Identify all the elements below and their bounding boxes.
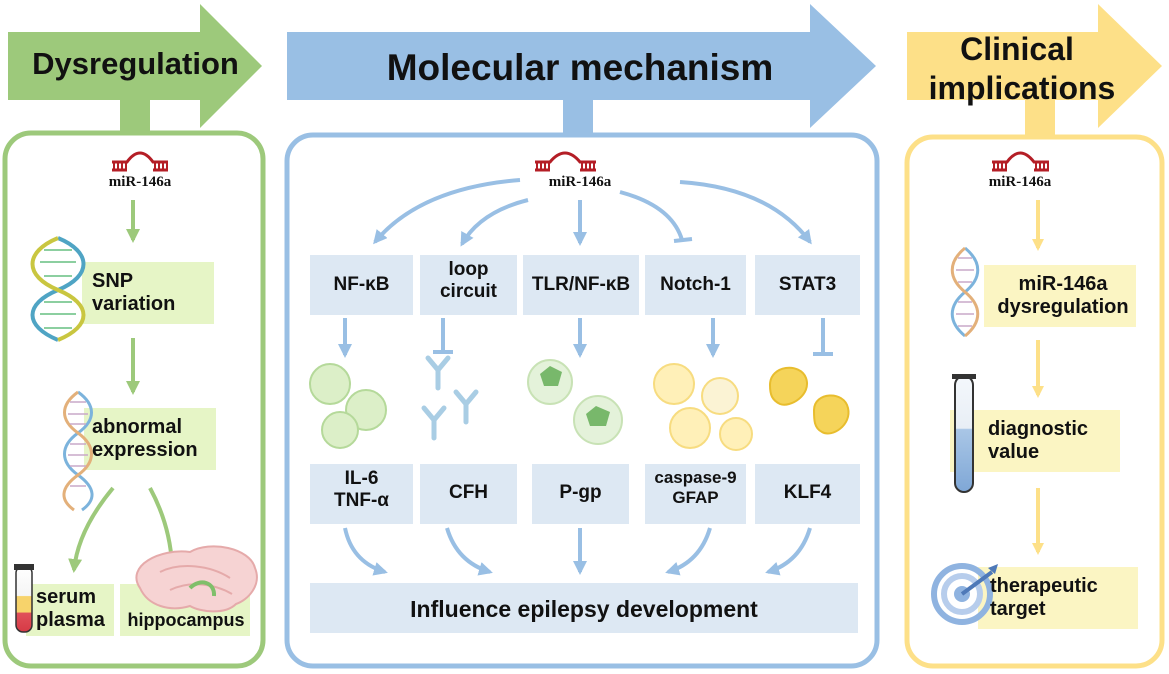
dysregulation-label: miR-146a dysregulation xyxy=(990,273,1136,319)
arrow-cfh-to-outcome xyxy=(445,527,493,576)
mirna-label: miR-146a xyxy=(108,174,172,190)
inhibit-mirna-to-notch xyxy=(619,190,684,241)
nfkb-box xyxy=(310,255,413,315)
ther-line1: therapeutic xyxy=(990,575,1098,597)
diagnostic-label: diagnostic value xyxy=(988,418,1098,464)
dysregulation-box xyxy=(984,265,1136,327)
abnormal-line2: expression xyxy=(92,439,198,461)
arrow-caspase-to-outcome xyxy=(665,527,712,576)
cell-icon xyxy=(768,366,850,435)
cell-icon xyxy=(527,359,623,445)
circuit-line: circuit xyxy=(439,280,498,302)
arrow-mirna-to-loop xyxy=(460,198,529,247)
snp-line2: variation xyxy=(92,293,176,315)
target-nfkb: NF-κB xyxy=(333,274,390,295)
effect-cfh: CFH xyxy=(448,482,489,503)
effect-klf4: KLF4 xyxy=(783,482,832,503)
diag-line1: diagnostic xyxy=(988,418,1089,440)
diagnostic-box xyxy=(950,410,1120,472)
dysregulation-header-arrow xyxy=(8,4,262,135)
mirna-hairpin-icon xyxy=(112,151,168,172)
target-icon xyxy=(931,563,998,625)
serum-plasma-box xyxy=(26,584,114,636)
therapeutic-box xyxy=(978,567,1138,629)
arrow-mirna-to-stat3 xyxy=(679,180,812,245)
clinical-header-arrow xyxy=(907,4,1162,140)
arrow-il6-to-outcome xyxy=(343,527,388,576)
arrow-mirna-to-nfkb xyxy=(373,178,521,245)
serum-plasma-label: serum plasma xyxy=(36,586,116,632)
dna-helix-icon xyxy=(950,246,980,338)
abnormal-label: abnormal expression xyxy=(92,416,216,462)
clinical-title-line1: Clinical xyxy=(960,31,1074,67)
cell-icon xyxy=(653,363,753,451)
mirna-label: miR-146a xyxy=(988,174,1052,190)
dna-helix-icon xyxy=(30,236,86,342)
caspase-line: caspase-9 xyxy=(654,468,737,487)
diag-line2: value xyxy=(988,441,1040,463)
test-tube-icon xyxy=(952,374,976,493)
plasma-label: plasma xyxy=(36,609,105,631)
y-receptor-icon xyxy=(421,355,479,441)
cfh-box xyxy=(420,464,517,524)
outcome-bar xyxy=(310,583,858,633)
molecular-title: Molecular mechanism xyxy=(386,47,774,88)
abnormal-box xyxy=(84,408,216,470)
stat3-box xyxy=(755,255,860,315)
hippocampus-label: hippocampus xyxy=(127,610,245,630)
therapeutic-label: therapeutic target xyxy=(990,575,1110,621)
mirna-hairpin-icon xyxy=(535,151,596,172)
effect-il6-tnf: IL-6 TNF-α xyxy=(310,468,413,512)
molecular-header-arrow xyxy=(287,4,876,137)
arrow-klf4-to-outcome xyxy=(765,527,812,576)
dna-helix-icon xyxy=(62,390,94,512)
blood-tube-icon xyxy=(14,564,34,633)
dys-line2: dysregulation xyxy=(997,296,1129,318)
cell-icon xyxy=(309,363,387,449)
il6-tnf-box xyxy=(310,464,413,524)
dys-line1: miR-146a xyxy=(1018,273,1108,295)
gfap-line: GFAP xyxy=(672,487,719,507)
effect-pgp: P-gp xyxy=(559,482,602,503)
target-stat3: STAT3 xyxy=(778,274,837,295)
loop-circuit-box xyxy=(420,255,517,315)
dysregulation-title: Dysregulation xyxy=(32,46,239,81)
serum-label: serum xyxy=(36,586,97,608)
klf4-box xyxy=(755,464,860,524)
tnf-line: TNF-α xyxy=(334,489,389,511)
target-notch1: Notch-1 xyxy=(660,274,731,295)
tlr-nfkb-box xyxy=(523,255,639,315)
abnormal-line1: abnormal xyxy=(92,416,183,438)
brain-icon xyxy=(135,545,258,613)
il6-line: IL-6 xyxy=(344,468,379,489)
mirna-label: miR-146a xyxy=(548,174,612,190)
snp-line1: SNP xyxy=(92,270,134,292)
snp-box xyxy=(82,262,214,324)
effect-caspase-gfap: caspase-9 GFAP xyxy=(645,468,746,507)
outcome-label: Influence epilepsy development xyxy=(410,596,758,622)
ther-line2: target xyxy=(990,598,1046,620)
pgp-box xyxy=(532,464,629,524)
mirna-hairpin-icon xyxy=(992,151,1049,172)
target-tlr-nfkb: TLR/NF-κB xyxy=(531,274,631,295)
loop-line: loop xyxy=(448,259,489,280)
arrow-to-serum xyxy=(68,486,115,573)
target-loop-circuit: loop circuit xyxy=(420,259,517,303)
snp-label: SNP variation xyxy=(92,270,202,316)
notch1-box xyxy=(645,255,746,315)
caspase-gfap-box xyxy=(645,464,746,524)
clinical-title-line2: implications xyxy=(928,70,1116,106)
